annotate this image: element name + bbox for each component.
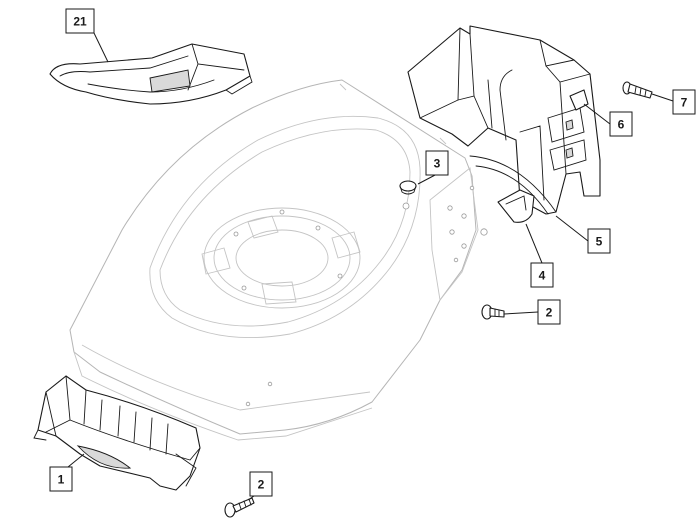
part-6-clip: [569, 89, 589, 111]
callout-3: 3: [425, 150, 449, 176]
callout-labels: 21 3 7 6 5 4 2 1: [49, 8, 696, 497]
callout-21-text: 21: [73, 15, 87, 29]
callout-2-lower-text: 2: [258, 478, 265, 492]
part-1-front-flap: [33, 375, 201, 491]
callout-2-upper: 2: [537, 299, 561, 325]
part-5-rear-guard: [407, 25, 601, 215]
part-7-screw: [622, 81, 653, 99]
part-2-screw-lower: [224, 497, 255, 518]
leader-lines: [67, 32, 674, 501]
callout-6-text: 6: [618, 118, 625, 132]
callout-3-text: 3: [434, 157, 441, 171]
callout-7: 7: [672, 89, 696, 115]
callout-1: 1: [49, 466, 73, 492]
callout-7-text: 7: [681, 96, 688, 110]
callout-2-upper-text: 2: [546, 306, 553, 320]
callout-4: 4: [530, 262, 554, 288]
callout-5-text: 5: [596, 235, 603, 249]
callout-6: 6: [609, 111, 633, 137]
part-3-grommet: [399, 180, 417, 195]
part-2-screw-upper: [481, 304, 505, 320]
callout-21: 21: [65, 8, 95, 34]
callout-4-text: 4: [539, 269, 546, 283]
callout-1-text: 1: [58, 473, 65, 487]
callout-2-lower: 2: [249, 471, 273, 497]
mower-deck: [69, 79, 488, 441]
part-21-mulching-plug: [49, 43, 253, 105]
part-4-clip: [497, 189, 535, 223]
callout-5: 5: [587, 228, 611, 254]
